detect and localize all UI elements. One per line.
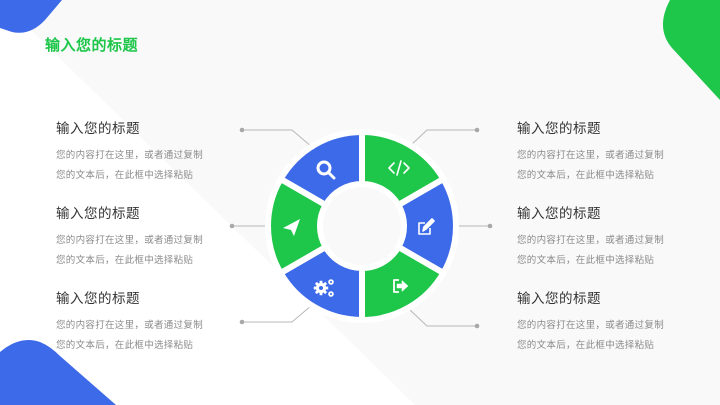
- corner-shape-top-right: [662, 0, 720, 100]
- page-title: 输入您的标题: [45, 36, 139, 54]
- item-text-line: 您的内容打在这里，或者通过复制: [517, 235, 665, 246]
- connector-dots: [229, 127, 493, 329]
- right-item-1: 输入您的标题 您的内容打在这里，或者通过复制 您的文本后，在此框中选择粘贴: [517, 117, 697, 186]
- item-text-line: 您的文本后，在此框中选择粘贴: [56, 170, 194, 181]
- item-text-line: 您的文本后，在此框中选择粘贴: [56, 255, 194, 266]
- right-item-3: 输入您的标题 您的内容打在这里，或者通过复制 您的文本后，在此框中选择粘贴: [517, 287, 697, 356]
- item-text-line: 您的文本后，在此框中选择粘贴: [517, 340, 655, 351]
- item-heading: 输入您的标题: [56, 206, 140, 222]
- edit-icon: [418, 218, 435, 235]
- connector-left-bottom: [242, 304, 313, 323]
- search-icon: [316, 160, 336, 180]
- connector-lines: [232, 129, 490, 327]
- item-heading: 输入您的标题: [56, 291, 140, 307]
- item-heading: 输入您的标题: [517, 121, 601, 137]
- code-icon: [388, 160, 410, 176]
- item-text-line: 您的内容打在这里，或者通过复制: [56, 235, 204, 246]
- item-heading: 输入您的标题: [56, 121, 140, 137]
- send-icon: [283, 219, 300, 236]
- left-item-1: 输入您的标题 您的内容打在这里，或者通过复制 您的文本后，在此框中选择粘贴: [56, 117, 236, 186]
- gears-icon: [313, 279, 334, 297]
- left-item-3: 输入您的标题 您的内容打在这里，或者通过复制 您的文本后，在此框中选择粘贴: [56, 287, 236, 356]
- item-heading: 输入您的标题: [517, 291, 601, 307]
- connector-right-bottom: [409, 309, 477, 327]
- item-heading: 输入您的标题: [517, 206, 601, 222]
- connector-left-top: [242, 129, 313, 148]
- left-item-2: 输入您的标题 您的内容打在这里，或者通过复制 您的文本后，在此框中选择粘贴: [56, 202, 236, 271]
- item-text-line: 您的内容打在这里，或者通过复制: [517, 150, 665, 161]
- item-text-line: 您的内容打在这里，或者通过复制: [56, 320, 204, 331]
- item-text-line: 您的文本后，在此框中选择粘贴: [56, 340, 194, 351]
- item-text-line: 您的文本后，在此框中选择粘贴: [517, 255, 655, 266]
- item-text-line: 您的内容打在这里，或者通过复制: [56, 150, 204, 161]
- item-text-line: 您的文本后，在此框中选择粘贴: [517, 170, 655, 181]
- item-text-line: 您的内容打在这里，或者通过复制: [517, 320, 665, 331]
- connector-right-top: [409, 129, 477, 147]
- corner-shape-top-left: [0, 0, 62, 33]
- exit-icon: [393, 279, 409, 293]
- corner-shape-bottom-left: [0, 339, 116, 405]
- right-item-2: 输入您的标题 您的内容打在这里，或者通过复制 您的文本后，在此框中选择粘贴: [517, 202, 697, 271]
